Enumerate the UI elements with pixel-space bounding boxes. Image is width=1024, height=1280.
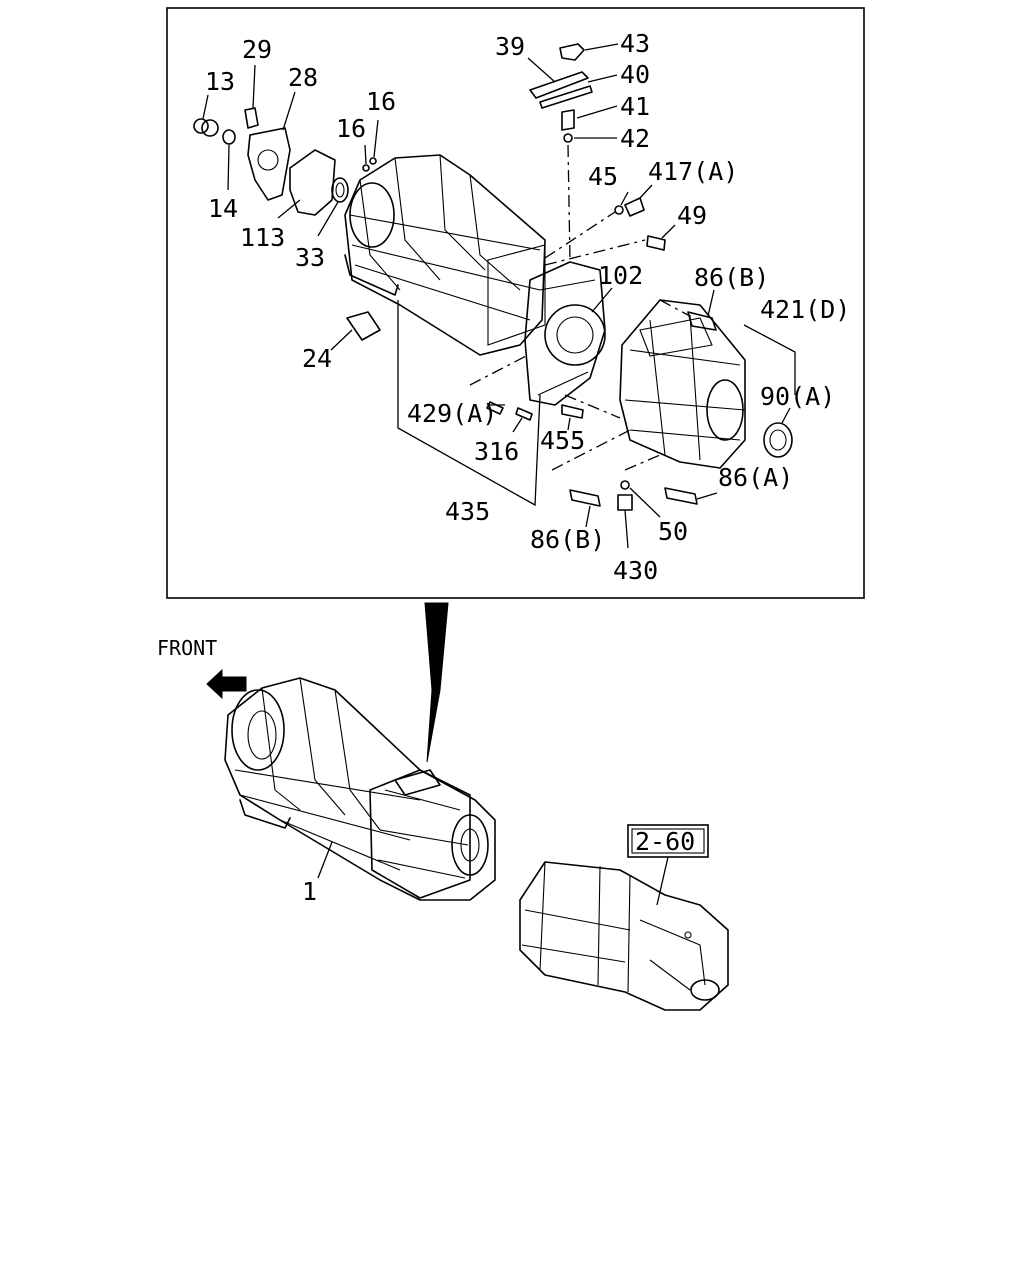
- label-45: 45: [588, 162, 618, 191]
- label-28: 28: [288, 63, 318, 92]
- plug-455-icon: [561, 404, 584, 419]
- label-1: 1: [302, 877, 317, 906]
- spring-41-icon: [561, 109, 575, 131]
- bolt-86b-top-icon: [687, 311, 717, 331]
- label-49: 49: [677, 201, 707, 230]
- switch-417-icon: [624, 197, 645, 217]
- bolt-86a-icon: [664, 487, 698, 505]
- label-39: 39: [495, 32, 525, 61]
- gasket-113-icon: [289, 149, 336, 216]
- label-29: 29: [242, 35, 272, 64]
- leader-1: [317, 841, 333, 879]
- label-90a: 90(A): [760, 382, 835, 411]
- bolt-29-icon: [244, 107, 259, 129]
- plug-16b-icon: [369, 157, 377, 165]
- label-50: 50: [658, 517, 688, 546]
- bolt-86b-bottom-icon: [569, 489, 601, 507]
- label-435: 435: [445, 497, 490, 526]
- plate-39-icon: [529, 71, 589, 99]
- ring-45-icon: [614, 205, 624, 215]
- reference-label: 2-60: [635, 827, 695, 856]
- label-102: 102: [598, 261, 643, 290]
- washer-14-icon: [222, 129, 236, 145]
- label-16-upper: 16: [366, 87, 396, 116]
- leader-ref-box: [656, 856, 669, 906]
- label-86a: 86(A): [718, 463, 793, 492]
- label-14: 14: [208, 194, 238, 223]
- intermediate-plate: [524, 261, 606, 406]
- ball-42-icon: [563, 133, 573, 143]
- label-42: 42: [620, 124, 650, 153]
- extension-housing: [619, 299, 746, 469]
- label-421d: 421(D): [760, 295, 850, 324]
- key-316-icon: [515, 407, 533, 421]
- label-316: 316: [474, 437, 519, 466]
- washer-50-icon: [620, 480, 630, 490]
- label-429a: 429(A): [407, 399, 497, 428]
- label-113: 113: [240, 223, 285, 252]
- label-16-lower: 16: [336, 114, 366, 143]
- reference-box-inner: [631, 828, 705, 854]
- label-430: 430: [613, 556, 658, 585]
- transmission-assembly: [224, 677, 496, 901]
- label-43: 43: [620, 29, 650, 58]
- cover-24-icon: [346, 311, 381, 341]
- part-labels: 13 29 28 16 16 39 43 40 41 42 45 417(A) …: [205, 29, 850, 585]
- assembly-lines: [469, 144, 689, 471]
- transfer-case: [519, 861, 729, 1011]
- main-case-exploded: [344, 154, 546, 356]
- front-label: FRONT: [157, 636, 217, 660]
- stud-49-icon: [646, 235, 666, 251]
- leader-lines: [202, 43, 796, 549]
- plug-430-icon: [617, 494, 633, 511]
- plate-40-icon: [539, 85, 593, 109]
- label-24: 24: [302, 344, 332, 373]
- label-86b-top: 86(B): [694, 263, 769, 292]
- label-455: 455: [540, 426, 585, 455]
- label-33: 33: [295, 243, 325, 272]
- plug-43-icon: [559, 43, 585, 61]
- pin-429-icon: [486, 401, 504, 415]
- label-86b-bottom: 86(B): [530, 525, 605, 554]
- front-arrow-icon: [206, 668, 247, 700]
- small-parts-top: [193, 43, 793, 511]
- label-40: 40: [620, 60, 650, 89]
- label-417a: 417(A): [648, 157, 738, 186]
- label-41: 41: [620, 92, 650, 121]
- detail-frame: [166, 7, 865, 599]
- label-13: 13: [205, 67, 235, 96]
- detail-pointer: [424, 602, 449, 763]
- cover-28-icon: [247, 127, 291, 201]
- seal-90-icon: [763, 422, 793, 458]
- bearing-33-icon: [331, 177, 349, 203]
- bolt-13-icon: [193, 118, 209, 134]
- plug-16a-icon: [362, 164, 370, 172]
